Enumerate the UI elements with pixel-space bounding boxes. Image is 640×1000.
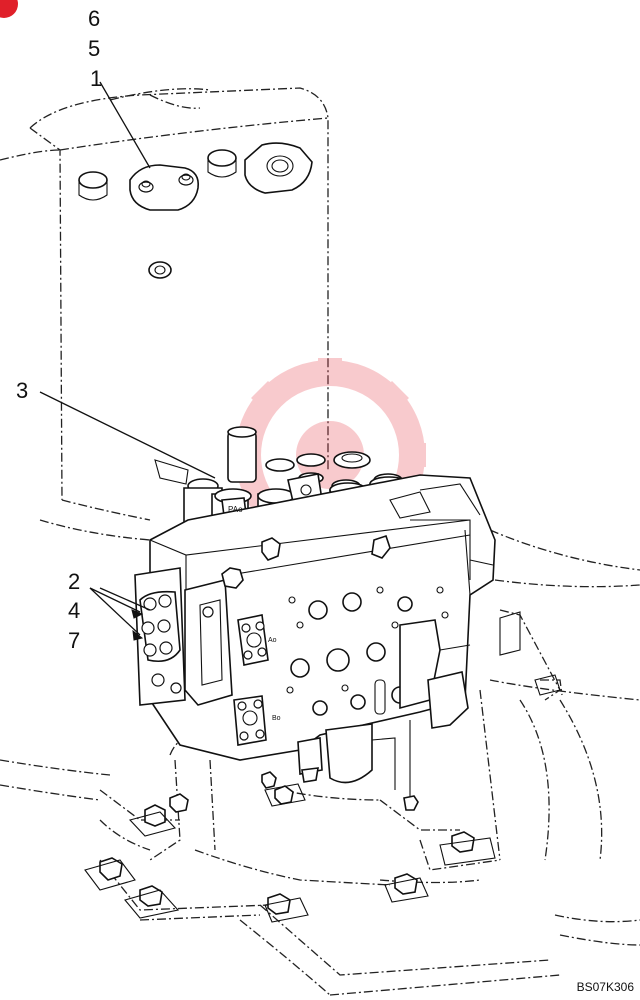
port-label-pao: PAo <box>228 505 243 514</box>
figure-code: BS07K306 <box>576 980 634 994</box>
mounting-pads <box>78 142 313 279</box>
leader-lines <box>39 81 216 636</box>
leader-arrowheads <box>131 609 144 641</box>
control-valve <box>84 426 561 923</box>
callout-7: 7 <box>68 628 81 653</box>
callout-3: 3 <box>16 378 29 403</box>
port-label-ao: Ao <box>268 637 277 644</box>
port-label-bo: Bo <box>272 715 281 722</box>
callout-4: 4 <box>68 598 81 623</box>
callout-5: 5 <box>88 36 101 61</box>
callout-1: 1 <box>90 66 103 91</box>
upper-frame-phantom <box>0 87 329 541</box>
callout-2: 2 <box>68 569 81 594</box>
callout-6: 6 <box>88 6 101 31</box>
corner-mark <box>0 0 18 18</box>
